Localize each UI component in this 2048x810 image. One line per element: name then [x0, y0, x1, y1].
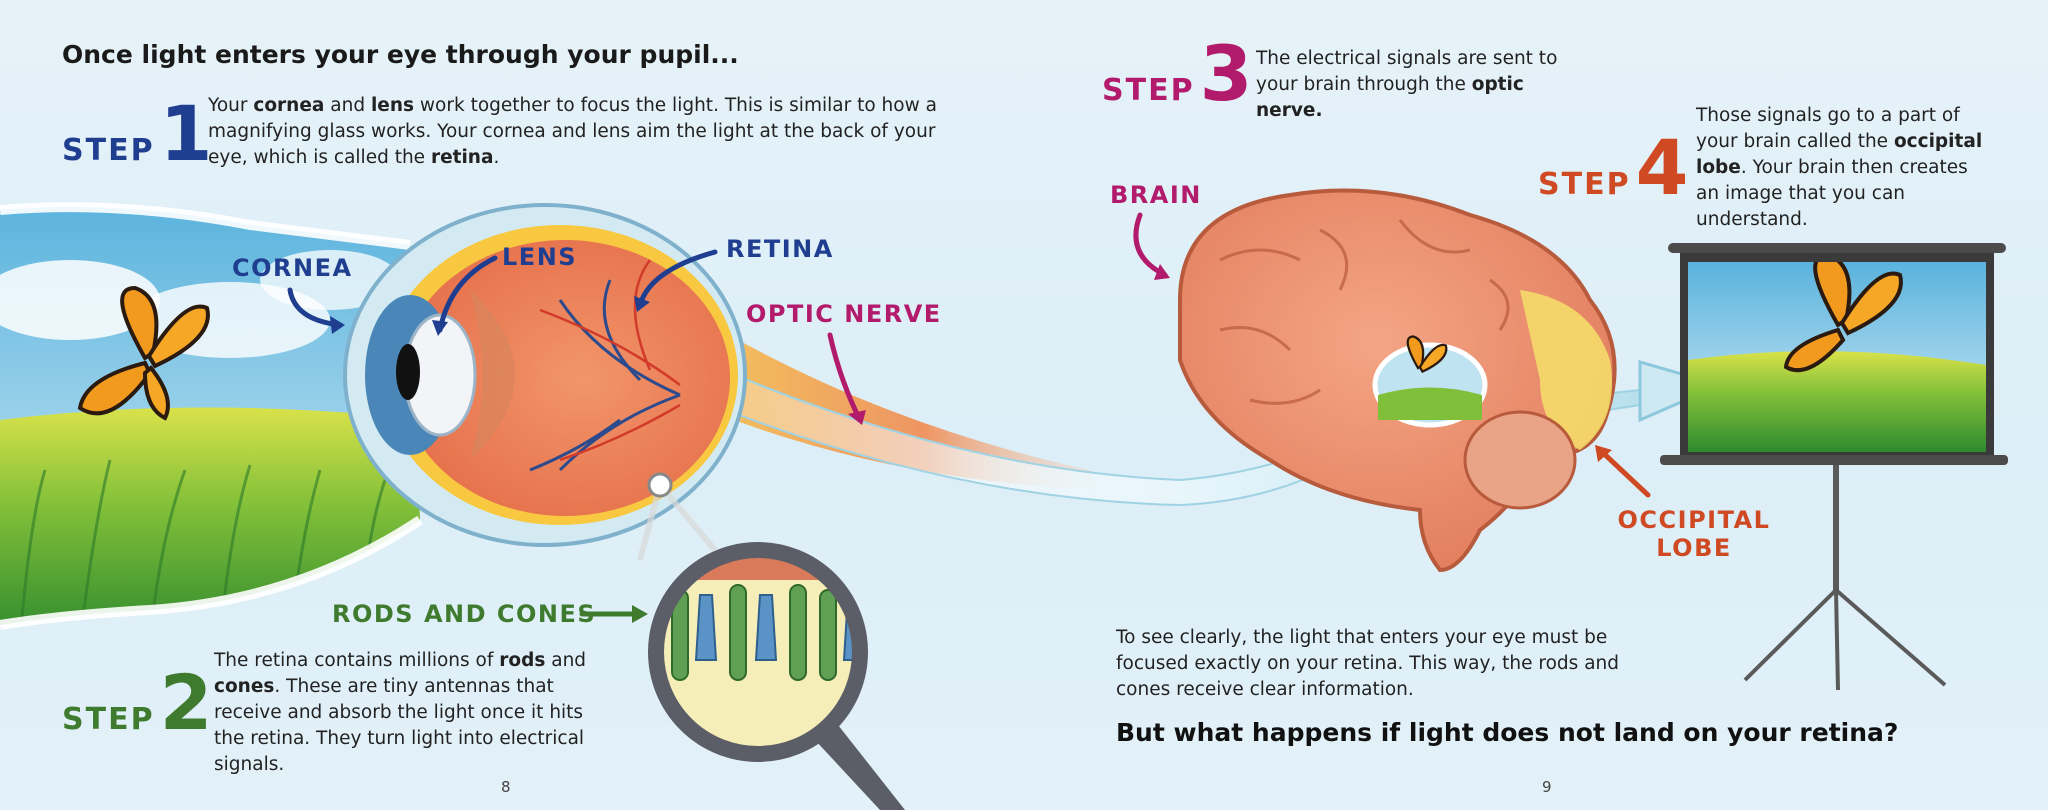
label-lens: LENS	[502, 243, 578, 271]
label-rods-cones: RODS AND CONES	[332, 600, 597, 628]
label-cornea: CORNEA	[232, 254, 353, 282]
step2-word: STEP	[62, 702, 155, 737]
question-heading: But what happens if light does not land …	[1116, 718, 1899, 747]
label-occipital-line2: LOBE	[1656, 534, 1732, 562]
step3-word: STEP	[1102, 73, 1195, 108]
step2-number: 2	[159, 658, 213, 747]
label-occipital-lobe: OCCIPITAL LOBE	[1614, 506, 1774, 562]
step3-text: The electrical signals are sent to your …	[1256, 48, 1558, 121]
step4-number: 4	[1635, 123, 1689, 212]
page-number-right: 9	[1542, 778, 1552, 796]
projector-screen	[1660, 243, 2008, 691]
step2-badge: STEP 2	[62, 665, 213, 741]
step4-badge: STEP 4	[1538, 130, 1689, 206]
rods-cones-magnifier	[648, 542, 905, 810]
step1-word: STEP	[62, 133, 155, 168]
step4-word: STEP	[1538, 167, 1631, 202]
butterfly-small-icon	[1406, 335, 1448, 374]
label-occipital-line1: OCCIPITAL	[1617, 506, 1771, 534]
butterfly-icon	[77, 285, 210, 421]
label-brain: BRAIN	[1110, 181, 1202, 209]
brain-diagram	[1178, 188, 1617, 573]
step2-text: The retina contains millions of rods and…	[214, 650, 587, 775]
label-optic-nerve: OPTIC NERVE	[746, 300, 942, 328]
page-number-left: 8	[501, 778, 511, 796]
step1-text: Your cornea and lens work together to fo…	[208, 95, 937, 168]
step3-badge: STEP 3	[1102, 36, 1253, 112]
label-retina: RETINA	[726, 235, 834, 263]
step1-badge: STEP 1	[62, 96, 213, 172]
step4-text: Those signals go to a part of your brain…	[1696, 105, 1983, 230]
body-paragraph: To see clearly, the light that enters yo…	[1116, 627, 1619, 700]
page-heading: Once light enters your eye through your …	[62, 40, 739, 69]
step1-number: 1	[159, 89, 213, 178]
step3-number: 3	[1199, 29, 1253, 118]
